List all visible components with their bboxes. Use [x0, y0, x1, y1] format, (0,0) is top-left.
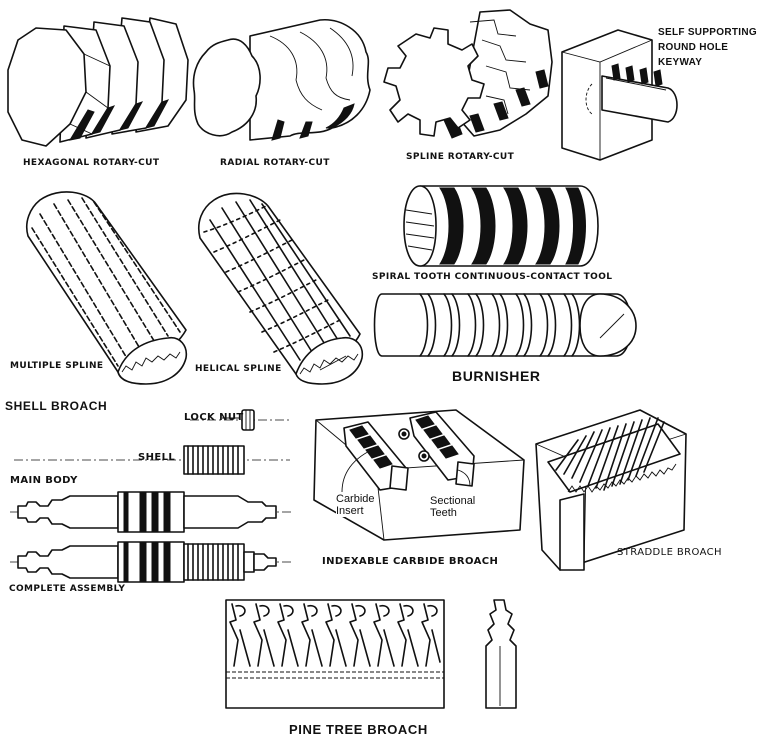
burnisher-illustration — [373, 293, 637, 357]
spline-rotary-cut-illustration — [383, 9, 553, 139]
radial-rotary-cut-illustration — [192, 19, 371, 141]
pine-tree-broach-label: PINE TREE BROACH — [289, 722, 428, 737]
keyway-label-line3: KEYWAY — [658, 57, 703, 68]
pine-tree-broach-illustration — [225, 599, 517, 709]
hexagonal-rotary-cut-illustration — [7, 17, 189, 147]
burnisher-label: BURNISHER — [452, 368, 541, 384]
sectional-teeth-label: Sectional Teeth — [430, 495, 476, 520]
shell-label: SHELL — [138, 452, 176, 463]
radial-rotary-cut-label: RADIAL ROTARY-CUT — [220, 158, 330, 168]
multiple-spline-illustration — [25, 191, 188, 385]
straddle-broach-illustration — [535, 409, 687, 571]
helical-spline-label: HELICAL SPLINE — [195, 364, 282, 374]
indexable-carbide-broach-illustration — [313, 409, 525, 541]
helical-spline-illustration — [198, 192, 364, 385]
shell-broach-illustration — [10, 409, 292, 583]
carbide-insert-label: Carbide Insert — [336, 493, 375, 518]
keyway-broach-illustration — [561, 29, 678, 161]
lock-nut-label: LOCK NUT — [184, 412, 244, 423]
spline-rotary-cut-label: SPLINE ROTARY-CUT — [406, 152, 515, 162]
shell-broach-title: SHELL BROACH — [5, 399, 108, 413]
keyway-label-line2: ROUND HOLE — [658, 42, 729, 53]
hexagonal-rotary-cut-label: HEXAGONAL ROTARY-CUT — [23, 158, 160, 168]
indexable-carbide-broach-label: INDEXABLE CARBIDE BROACH — [322, 556, 499, 567]
main-body-label: MAIN BODY — [10, 475, 78, 486]
spiral-tooth-tool-illustration — [403, 185, 599, 267]
keyway-label-line1: SELF SUPPORTING — [658, 27, 757, 38]
complete-assembly-label: COMPLETE ASSEMBLY — [9, 584, 126, 594]
straddle-broach-label: STRADDLE BROACH — [617, 547, 722, 558]
multiple-spline-label: MULTIPLE SPLINE — [10, 361, 104, 371]
spiral-tooth-label: SPIRAL TOOTH CONTINUOUS-CONTACT TOOL — [372, 272, 613, 282]
